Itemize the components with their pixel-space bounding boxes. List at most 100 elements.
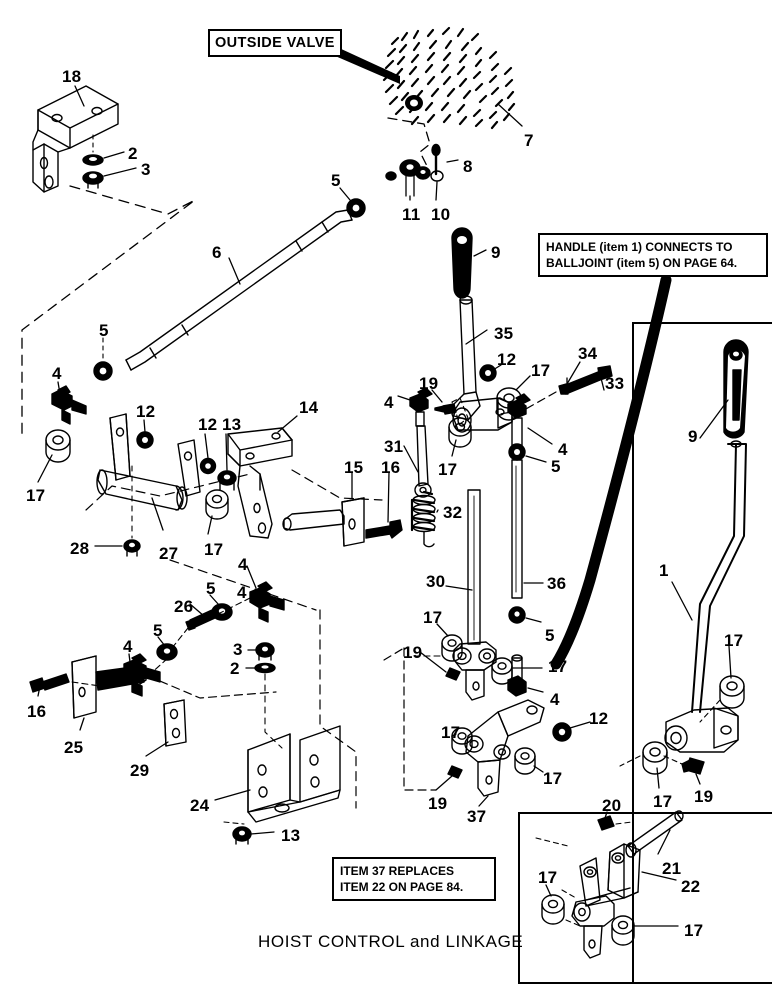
nut-item-13-a: [217, 470, 237, 491]
dash-19-37-b: [383, 647, 405, 661]
leader-13-b: [250, 831, 275, 835]
leader-5-right: [525, 455, 547, 463]
fitting-item-4-right: [507, 393, 531, 447]
dash-17-handle-b: [619, 755, 641, 767]
fitting-item-4-spring: [409, 387, 433, 427]
dash-inset-3: [565, 919, 581, 927]
item-number-1: 1: [659, 561, 669, 580]
nut-item-3: [82, 171, 104, 189]
item-number-19: 19: [419, 374, 439, 393]
item-number-36: 36: [547, 574, 567, 593]
item-number-17: 17: [548, 657, 568, 676]
nut-item-28: [123, 539, 141, 557]
nut-item-5-26b: [156, 643, 178, 661]
item-number-6: 6: [212, 243, 222, 262]
item-number-19: 19: [403, 643, 423, 662]
item-number-15: 15: [344, 458, 364, 477]
item-number-17: 17: [538, 868, 558, 887]
leader-17-35: [515, 375, 531, 391]
item-number-27: 27: [159, 544, 179, 563]
rod-item-6: [125, 209, 353, 371]
item-number-37: 37: [467, 807, 487, 826]
leader-37: [478, 795, 489, 807]
item-number-4: 4: [52, 364, 62, 383]
leader-22: [641, 871, 677, 881]
item-number-5: 5: [153, 621, 163, 640]
leader-35: [465, 329, 488, 345]
link-item-31: [414, 425, 432, 498]
dash-inset-1: [535, 837, 569, 847]
dash-lower-frame2: [169, 559, 317, 611]
figure-title: HOIST CONTROL and LINKAGE: [258, 932, 524, 951]
item-number-17: 17: [684, 921, 704, 940]
spring-item-32: [410, 490, 436, 548]
leader-17-mid: [207, 515, 213, 535]
item-number-19: 19: [694, 787, 714, 806]
pin-item-19-37: [447, 765, 463, 779]
leader-14: [277, 415, 298, 433]
leader-17-inset-a: [545, 884, 552, 897]
item-number-29: 29: [130, 761, 150, 780]
item-number-5: 5: [545, 626, 555, 645]
dash-26-to-4: [217, 597, 251, 615]
bracket-item-18: [32, 85, 119, 193]
leader-4-spring: [397, 395, 411, 401]
leader-3: [103, 167, 137, 177]
item-number-30: 30: [426, 572, 446, 591]
item-number-19: 19: [428, 794, 448, 813]
nut-item-5-rod-top: [346, 198, 366, 218]
dash-14-right: [291, 469, 383, 501]
rod-item-30: [467, 489, 481, 645]
leader-30: [445, 585, 473, 591]
leader-12-b: [204, 433, 209, 459]
item-number-14: 14: [299, 398, 319, 417]
grip-item-9-right: [723, 339, 749, 439]
item37-note-box: ITEM 37 REPLACES ITEM 22 ON PAGE 84.: [332, 857, 496, 902]
hub-item-35-base: [451, 397, 513, 433]
nut-item-12-c: [479, 364, 497, 382]
bolt-item-16-left: [29, 673, 70, 693]
dash-20: [615, 821, 633, 825]
item-number-26: 26: [174, 597, 194, 616]
leader-25: [79, 717, 85, 731]
item-number-2: 2: [128, 144, 138, 163]
leader-19-37: [435, 775, 453, 791]
leader-4-25: [128, 653, 131, 663]
nut-item-12-a: [136, 431, 154, 449]
item-number-17: 17: [653, 792, 673, 811]
leader-16-mid: [387, 471, 390, 523]
leader-27: [151, 497, 164, 531]
nut-item-12-37: [552, 722, 572, 742]
item37-note-line1: ITEM 37 REPLACES: [340, 864, 455, 878]
bolt-item-33: [558, 365, 613, 395]
bellcrank-item-37: [464, 699, 545, 797]
item-number-31: 31: [384, 437, 404, 456]
leader-10: [435, 181, 438, 201]
leader-4-right: [527, 427, 553, 445]
hub-item-22-base: [571, 895, 615, 959]
bushing-item-17-30: [441, 634, 463, 662]
item-number-18: 18: [62, 67, 82, 86]
item-number-25: 25: [64, 738, 84, 757]
item-number-12: 12: [589, 709, 609, 728]
leader-17-37: [451, 733, 457, 737]
yoke-inset-frame: [518, 812, 772, 984]
item37-note-line2: ITEM 22 ON PAGE 84.: [340, 880, 464, 895]
leader-16-left: [37, 685, 41, 697]
item-number-10: 10: [431, 205, 451, 224]
fitting-item-4-26: [249, 581, 285, 623]
item-number-9: 9: [491, 243, 501, 262]
leader-2: [103, 151, 125, 159]
item-number-5: 5: [206, 579, 216, 598]
leader-12-37: [569, 721, 591, 729]
fitting-item-4-37: [507, 654, 527, 697]
dash-lower-frame: [319, 609, 357, 809]
bushing-item-17-mid: [205, 489, 229, 520]
leader-21: [657, 829, 671, 855]
item-number-12: 12: [198, 415, 218, 434]
dash-inset-2: [561, 889, 577, 899]
leader-17-30: [436, 623, 449, 637]
dash-19-handle: [663, 755, 683, 765]
